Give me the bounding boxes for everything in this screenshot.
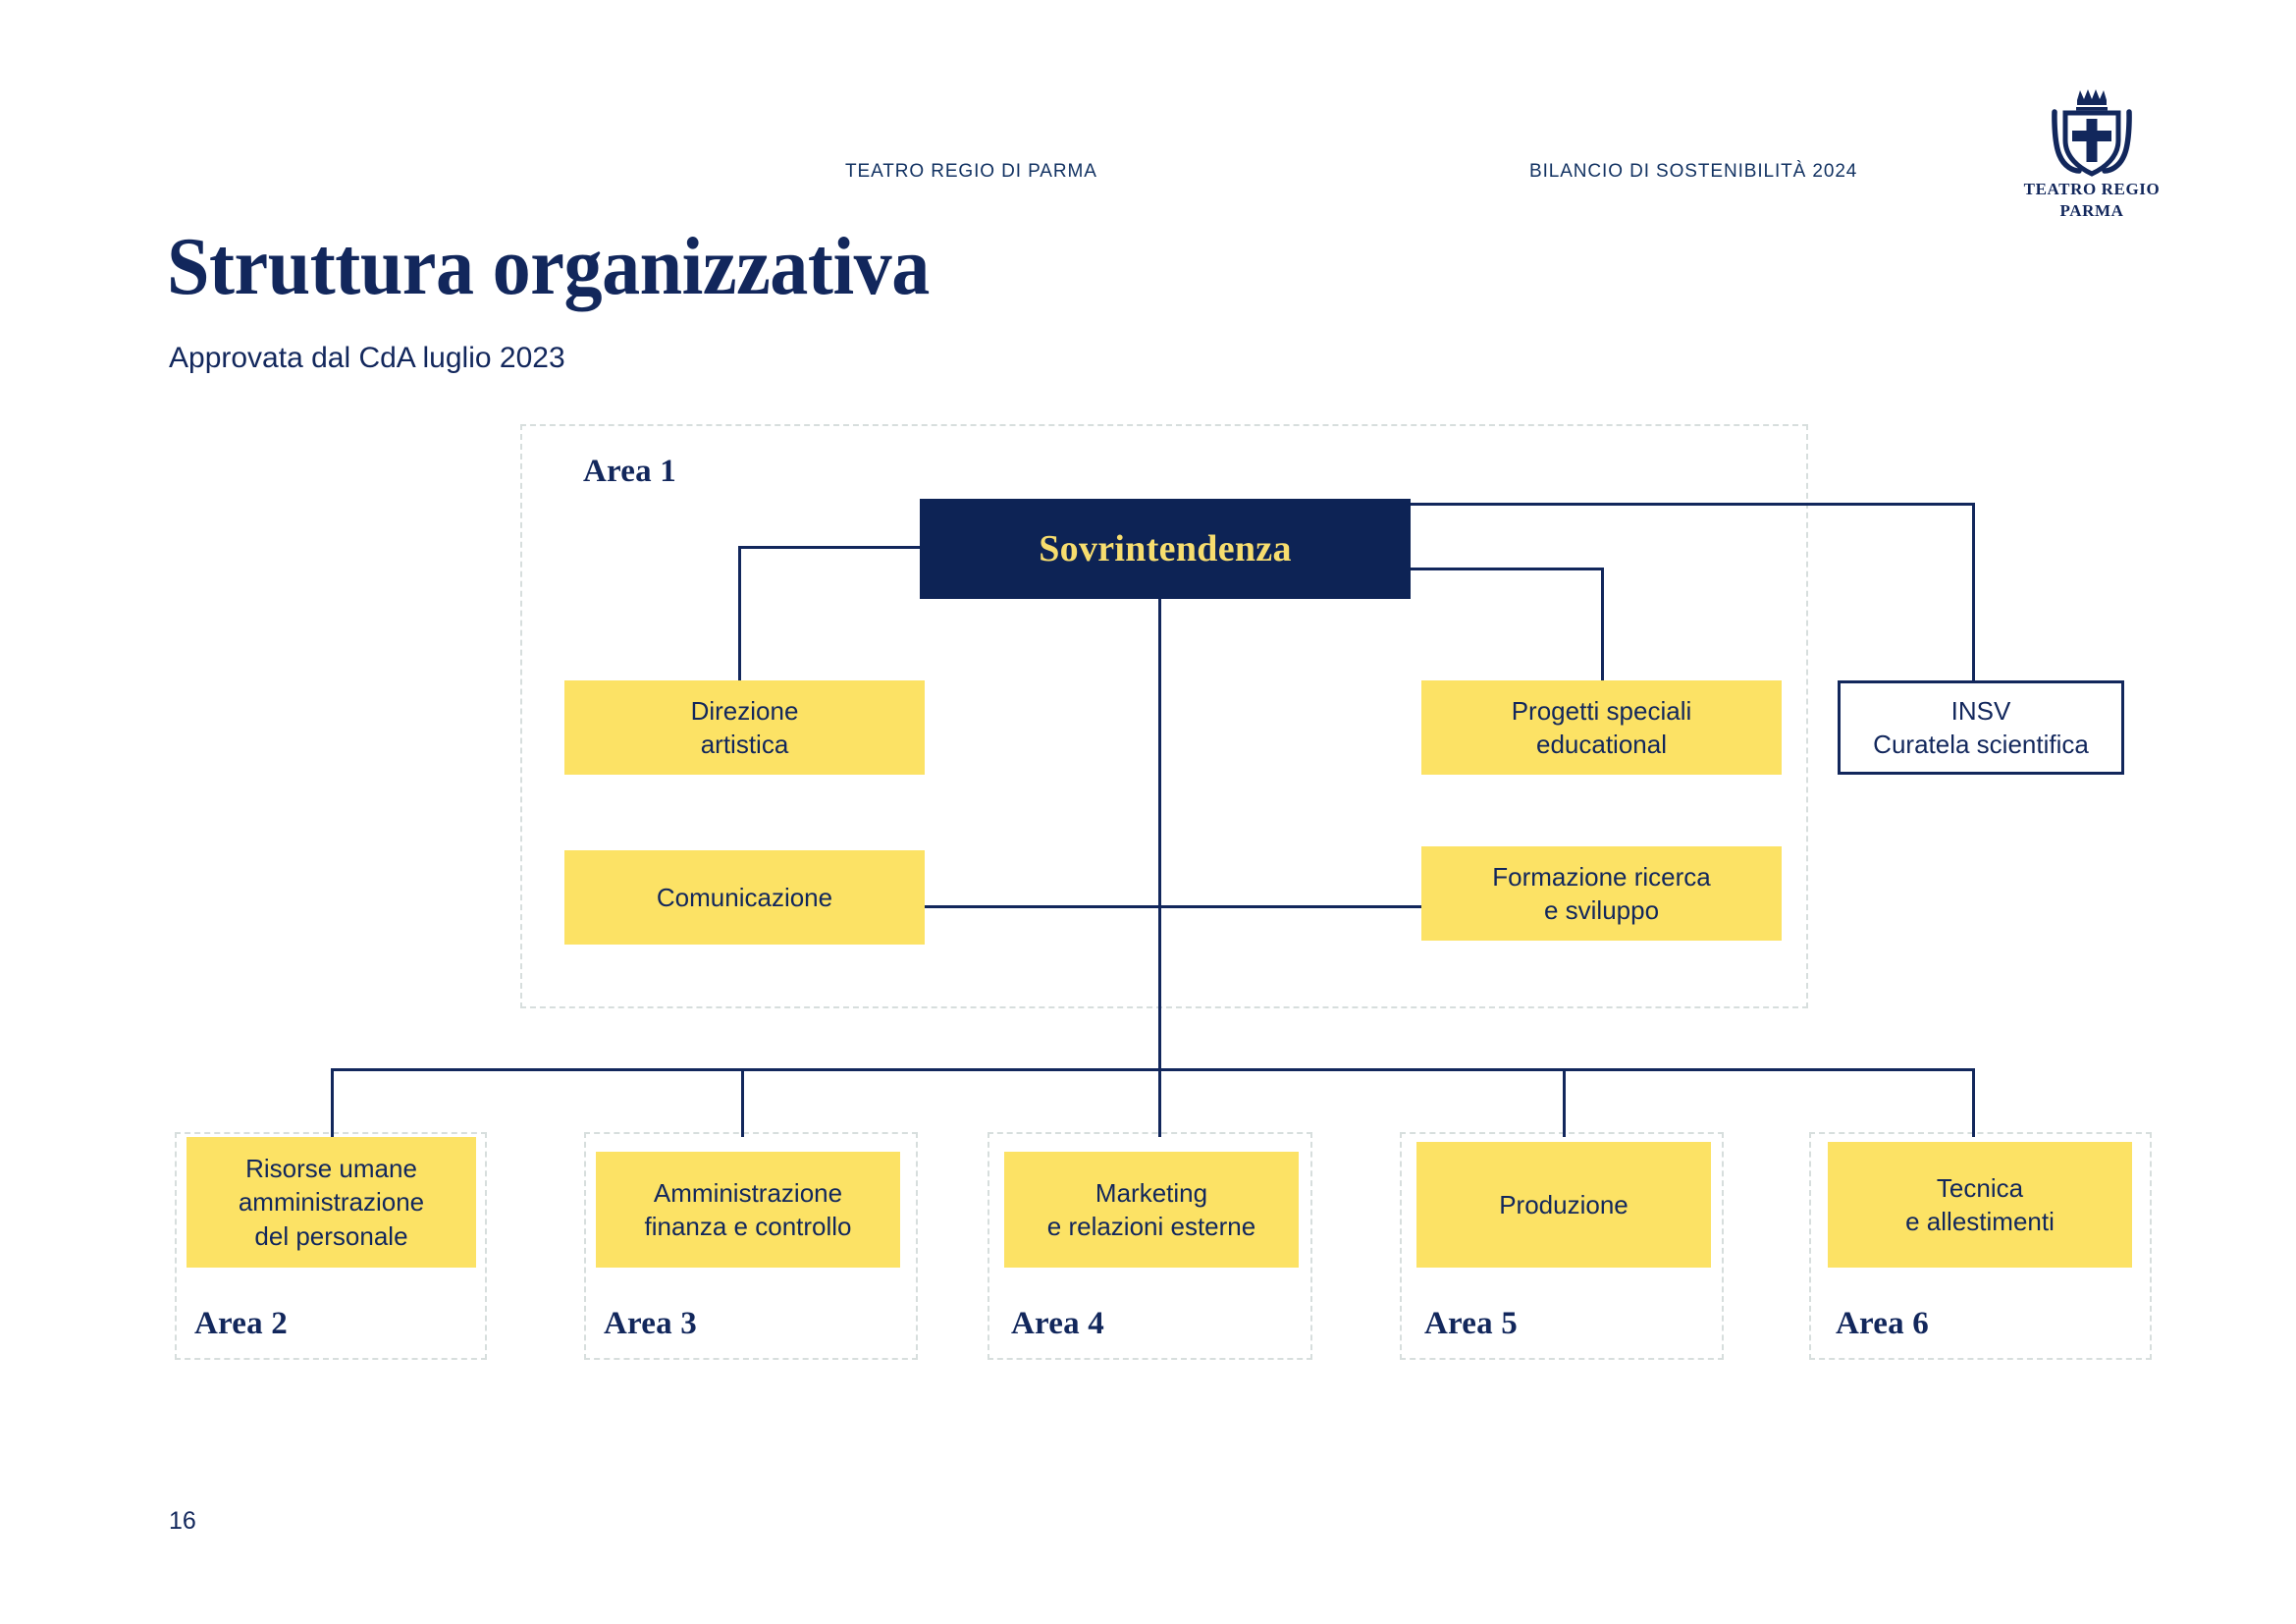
node-insv-line2: Curatela scientifica bbox=[1873, 730, 2089, 759]
node-risorse-umane-line2: amministrazione bbox=[238, 1187, 425, 1218]
logo-wordmark: TEATRO REGIO PARMA bbox=[1999, 179, 2185, 222]
node-sovrintendenza[interactable]: Sovrintendenza bbox=[920, 499, 1411, 599]
connector-drop-area2 bbox=[331, 1068, 334, 1137]
node-marketing[interactable]: Marketing e relazioni esterne bbox=[1004, 1152, 1299, 1268]
node-marketing-line2: e relazioni esterne bbox=[1046, 1212, 1256, 1241]
area-6-label: Area 6 bbox=[1836, 1306, 1929, 1341]
connector-distribution-bar bbox=[331, 1068, 1975, 1071]
node-insv-line1: INSV bbox=[1950, 695, 2011, 726]
teatro-regio-logo: TEATRO REGIO PARMA bbox=[1999, 86, 2185, 220]
node-amministrazione-finanza-label: Amministrazione finanza e controllo bbox=[644, 1176, 851, 1244]
area-4-container bbox=[988, 1132, 1312, 1360]
connector-root-to-insv-v bbox=[1972, 503, 1975, 681]
page-title: Struttura organizzativa bbox=[167, 221, 930, 312]
node-risorse-umane[interactable]: Risorse umane amministrazione del person… bbox=[187, 1137, 476, 1268]
connector-root-to-insv-h bbox=[1411, 503, 1975, 506]
node-formazione-ricerca[interactable]: Formazione ricerca e sviluppo bbox=[1421, 846, 1782, 941]
page-number: 16 bbox=[169, 1507, 196, 1535]
crown-shield-icon bbox=[2052, 89, 2132, 177]
area-2-label: Area 2 bbox=[194, 1306, 288, 1341]
node-formazione-ricerca-label: Formazione ricerca e sviluppo bbox=[1492, 860, 1711, 928]
node-insv-curatela[interactable]: INSV Curatela scientifica bbox=[1838, 680, 2124, 775]
node-direzione-artistica-label: Direzione artistica bbox=[691, 694, 799, 762]
node-insv-curatela-label: INSV Curatela scientifica bbox=[1873, 694, 2089, 762]
connector-trunk-main bbox=[1158, 599, 1161, 1110]
node-comunicazione[interactable]: Comunicazione bbox=[564, 850, 925, 945]
logo-wordmark-line1: TEATRO REGIO bbox=[2023, 180, 2161, 198]
area-1-container bbox=[520, 424, 1808, 1008]
node-produzione[interactable]: Produzione bbox=[1416, 1142, 1711, 1268]
node-progetti-speciali-line1: Progetti speciali bbox=[1511, 695, 1692, 726]
connector-drop-area3 bbox=[741, 1068, 744, 1137]
connector-root-to-progetti-h bbox=[1411, 568, 1604, 570]
area-5-container bbox=[1400, 1132, 1724, 1360]
node-formazione-ricerca-line1: Formazione ricerca bbox=[1492, 861, 1711, 892]
node-progetti-speciali[interactable]: Progetti speciali educational bbox=[1421, 680, 1782, 775]
node-tecnica-line1: Tecnica bbox=[1936, 1172, 2024, 1203]
connector-drop-area4 bbox=[1158, 1068, 1161, 1137]
logo-wordmark-line2: PARMA bbox=[2059, 200, 2124, 220]
node-produzione-label: Produzione bbox=[1499, 1189, 1629, 1219]
node-amministrazione-line2: finanza e controllo bbox=[644, 1212, 852, 1241]
node-direzione-artistica-line1: Direzione bbox=[690, 695, 799, 726]
area-3-container bbox=[584, 1132, 918, 1360]
node-amministrazione-finanza[interactable]: Amministrazione finanza e controllo bbox=[596, 1152, 900, 1268]
connector-drop-area6 bbox=[1972, 1068, 1975, 1137]
node-risorse-umane-line3: del personale bbox=[254, 1220, 408, 1251]
node-formazione-ricerca-line2: e sviluppo bbox=[1543, 895, 1660, 925]
area-4-label: Area 4 bbox=[1011, 1306, 1104, 1341]
node-direzione-artistica-line2: artistica bbox=[700, 730, 789, 759]
area-6-container bbox=[1809, 1132, 2152, 1360]
node-risorse-umane-line1: Risorse umane bbox=[245, 1154, 417, 1184]
node-risorse-umane-label: Risorse umane amministrazione del person… bbox=[239, 1152, 424, 1253]
page-subtitle: Approvata dal CdA luglio 2023 bbox=[169, 342, 565, 374]
connector-root-to-direzione-v bbox=[738, 546, 741, 681]
node-direzione-artistica[interactable]: Direzione artistica bbox=[564, 680, 925, 775]
node-marketing-label: Marketing e relazioni esterne bbox=[1047, 1176, 1255, 1244]
header-left-label: TEATRO REGIO DI PARMA bbox=[845, 161, 1097, 182]
connector-root-to-progetti-v bbox=[1601, 568, 1604, 681]
area-3-label: Area 3 bbox=[604, 1306, 697, 1341]
connector-root-to-direzione-h bbox=[738, 546, 920, 549]
node-sovrintendenza-label: Sovrintendenza bbox=[1039, 527, 1292, 569]
connector-drop-area5 bbox=[1563, 1068, 1566, 1137]
node-tecnica-line2: e allestimenti bbox=[1905, 1207, 2055, 1236]
node-progetti-speciali-line2: educational bbox=[1535, 730, 1667, 759]
node-tecnica-allestimenti[interactable]: Tecnica e allestimenti bbox=[1828, 1142, 2132, 1268]
node-progetti-speciali-label: Progetti speciali educational bbox=[1512, 694, 1692, 762]
area-5-label: Area 5 bbox=[1424, 1306, 1518, 1341]
connector-comunicazione-to-trunk bbox=[923, 905, 1161, 908]
connector-formazione-to-trunk bbox=[1158, 905, 1423, 908]
header-right-label: BILANCIO DI SOSTENIBILITÀ 2024 bbox=[1529, 161, 1858, 182]
node-marketing-line1: Marketing bbox=[1095, 1177, 1208, 1208]
node-tecnica-allestimenti-label: Tecnica e allestimenti bbox=[1905, 1171, 2055, 1239]
area-1-label: Area 1 bbox=[583, 454, 676, 489]
node-comunicazione-label: Comunicazione bbox=[656, 882, 833, 912]
node-amministrazione-line1: Amministrazione bbox=[653, 1177, 843, 1208]
